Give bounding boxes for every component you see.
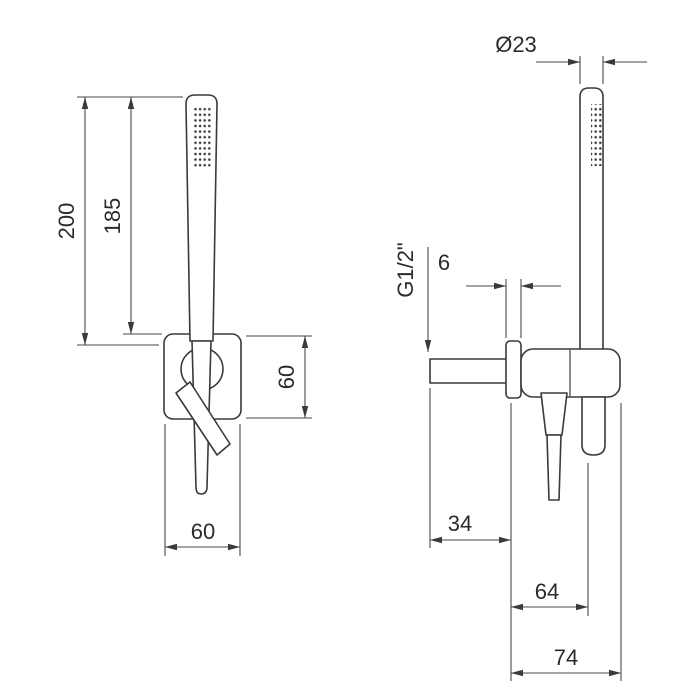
front-view — [163, 94, 242, 495]
dim-supply-projection-label: 34 — [448, 511, 472, 536]
dim-supply-projection: 34 — [429, 388, 511, 548]
front-view-dimensions: 200 185 60 60 — [54, 96, 312, 556]
handle-bottom — [581, 396, 606, 456]
dim-plate-thickness: 6 — [438, 250, 561, 338]
dim-total-length-label: 200 — [54, 203, 79, 240]
side-view — [429, 87, 621, 501]
dim-wall-to-axis-label: 64 — [535, 579, 559, 604]
dim-head-diameter: Ø23 — [495, 32, 647, 84]
dim-bracket-width: 60 — [164, 424, 241, 556]
dim-upper-length-label: 185 — [100, 198, 125, 235]
dim-plate-thickness-label: 6 — [438, 250, 450, 275]
dim-upper-length: 185 — [100, 97, 162, 335]
wall-plate — [505, 340, 522, 399]
thread-size-label: G1/2" — [393, 242, 418, 298]
dim-bracket-height-label: 60 — [274, 365, 299, 389]
spray-face-dots — [192, 106, 212, 167]
hose-tube — [546, 434, 562, 501]
dim-bracket-width-label: 60 — [191, 519, 215, 544]
thread-callout: G1/2" — [393, 242, 432, 352]
dim-wall-to-axis: 64 — [511, 463, 589, 616]
bracket-hook-arm — [175, 381, 231, 456]
spray-face-dots-side — [591, 104, 604, 166]
hose-nut — [540, 392, 568, 436]
dim-total-projection: 74 — [511, 403, 622, 681]
dim-bracket-height: 60 — [246, 335, 312, 419]
dim-total-projection-label: 74 — [554, 645, 578, 670]
supply-pipe — [429, 358, 508, 384]
side-view-dimensions: Ø23 G1/2" 6 34 64 — [393, 32, 647, 681]
dim-head-diameter-label: Ø23 — [495, 32, 537, 57]
